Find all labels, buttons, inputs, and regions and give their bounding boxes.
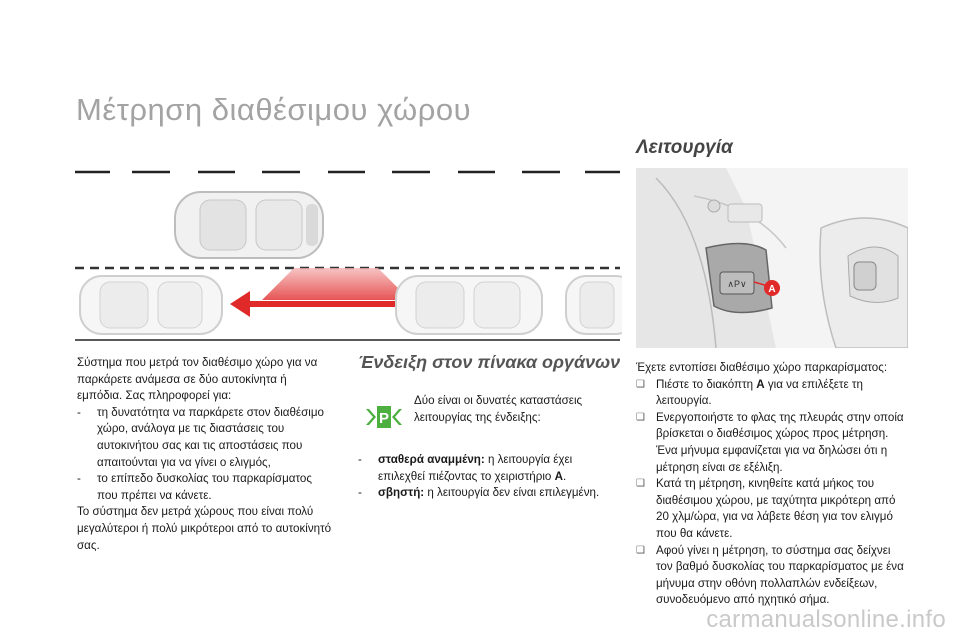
checkbox-bullet-icon: ❑ [636,544,645,556]
park-assist-indicator-icon: P [366,406,402,428]
intro-text: Σύστημα που μετρά τον διαθέσιμο χώρο για… [77,356,318,403]
bullet-dash: - [77,472,81,486]
checkbox-bullet-icon: ❑ [636,411,645,423]
step-text: Αφού γίνει η μέτρηση, το σύστημα σας δεί… [656,543,904,607]
moving-car-image [174,191,324,259]
operation-heading: Λειτουργία [636,137,733,158]
intro-bullet: - το επίπεδο δυσκολίας του παρκαρίσματος… [77,471,335,504]
cluster-states: - σταθερά αναμμένη: η λειτουργία έχει επ… [358,452,620,502]
step-item: ❑ Πιέστε το διακόπτη A για να επιλέξετε … [636,377,908,410]
step-text: Ενεργοποιήστε το φλας της πλευράς στην ο… [656,410,904,474]
page-title: Μέτρηση διαθέσιμου χώρου [76,92,472,127]
intro-section: Σύστημα που μετρά τον διαθέσιμο χώρο για… [77,355,335,554]
operation-steps: Έχετε εντοπίσει διαθέσιμο χώρο παρκαρίσμ… [636,360,908,609]
intro-bullet: - τη δυνατότητα να παρκάρετε στον διαθέσ… [77,405,335,471]
step-text: Κατά τη μέτρηση, κινηθείτε κατά μήκος το… [656,477,896,540]
intro-note: Το σύστημα δεν μετρά χώρους που είναι πο… [77,505,332,552]
state-item: - σβηστή: η λειτουργία δεν είναι επιλεγμ… [358,485,620,502]
state-item: - σταθερά αναμμένη: η λειτουργία έχει επ… [358,452,620,485]
parked-car-left [79,275,223,335]
state-text-end: . [562,469,567,483]
step-item: ❑ Ενεργοποιήστε το φλας της πλευράς στην… [636,410,908,476]
state-key: A [554,469,563,483]
parked-car-right [395,275,543,335]
dashboard-diagram: ∧P∨ A [636,168,908,348]
state-text: η λειτουργία δεν είναι επιλεγμένη. [424,486,600,500]
step-text: Πιέστε το διακόπτη [656,377,757,391]
step-text-end: για να επιλέξετε τη λειτουργία. [656,377,863,408]
callout-a-marker [764,280,780,296]
bullet-dash: - [358,486,362,500]
bullet-dash: - [358,453,362,466]
step-key: A [756,377,765,391]
watermark: carmanualsonline.info [706,606,946,633]
step-item: ❑ Κατά τη μέτρηση, κινηθείτε κατά μήκος … [636,476,908,542]
svg-text:P: P [379,410,389,427]
state-label: σβηστή: [378,486,425,500]
state-label: σταθερά αναμμένη: [378,453,485,466]
parked-car-far-right [565,275,622,335]
bullet-dash: - [77,405,81,419]
checkbox-bullet-icon: ❑ [636,478,645,490]
svg-text:∧P∨: ∧P∨ [727,279,746,289]
bullet-text: το επίπεδο δυσκολίας του παρκαρίσματος π… [97,472,312,502]
state-text: η λειτουργία έχει επιλεχθεί πιέζοντας το… [378,453,573,483]
cluster-heading: Ένδειξη στον πίνακα οργάνων [358,352,621,372]
operation-intro: Έχετε εντοπίσει διαθέσιμο χώρο παρκαρίσμ… [636,361,888,374]
checkbox-bullet-icon: ❑ [636,378,645,390]
parking-diagram [75,170,622,341]
bullet-text: τη δυνατότητα να παρκάρετε στον διαθέσιμ… [97,405,324,469]
step-item: ❑ Αφού γίνει η μέτρηση, το σύστημα σας δ… [636,543,908,609]
callout-a-label: A [768,284,775,295]
cluster-description: Δύο είναι οι δυνατές καταστάσεις λειτουρ… [414,394,583,424]
